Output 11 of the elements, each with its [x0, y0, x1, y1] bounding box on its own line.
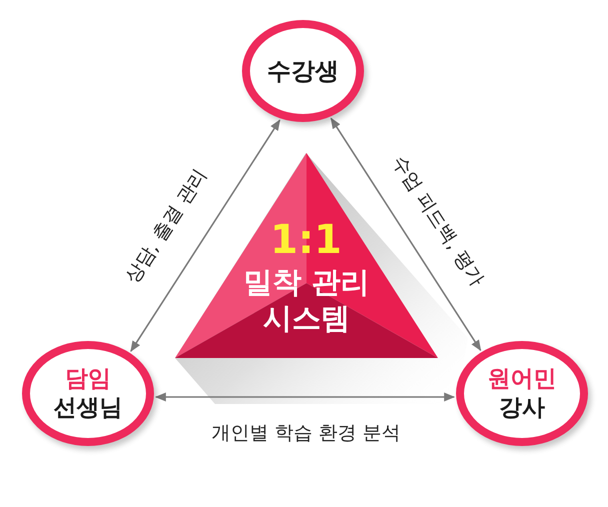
node-label: 강사 — [499, 394, 545, 422]
edge-label: 개인별 학습 환경 분석 — [211, 422, 401, 444]
ratio-title: 1:1 — [269, 217, 343, 263]
node-label: 수강생 — [267, 56, 339, 86]
node-label: 밀착 관리 시스템 — [242, 264, 371, 336]
double-arrow — [154, 392, 456, 402]
double-arrow — [130, 119, 280, 352]
node-label: 담임 — [65, 364, 111, 394]
node-label: 원어민 — [488, 364, 556, 394]
double-arrow — [330, 118, 482, 352]
node-label: 선생님 — [54, 394, 122, 422]
